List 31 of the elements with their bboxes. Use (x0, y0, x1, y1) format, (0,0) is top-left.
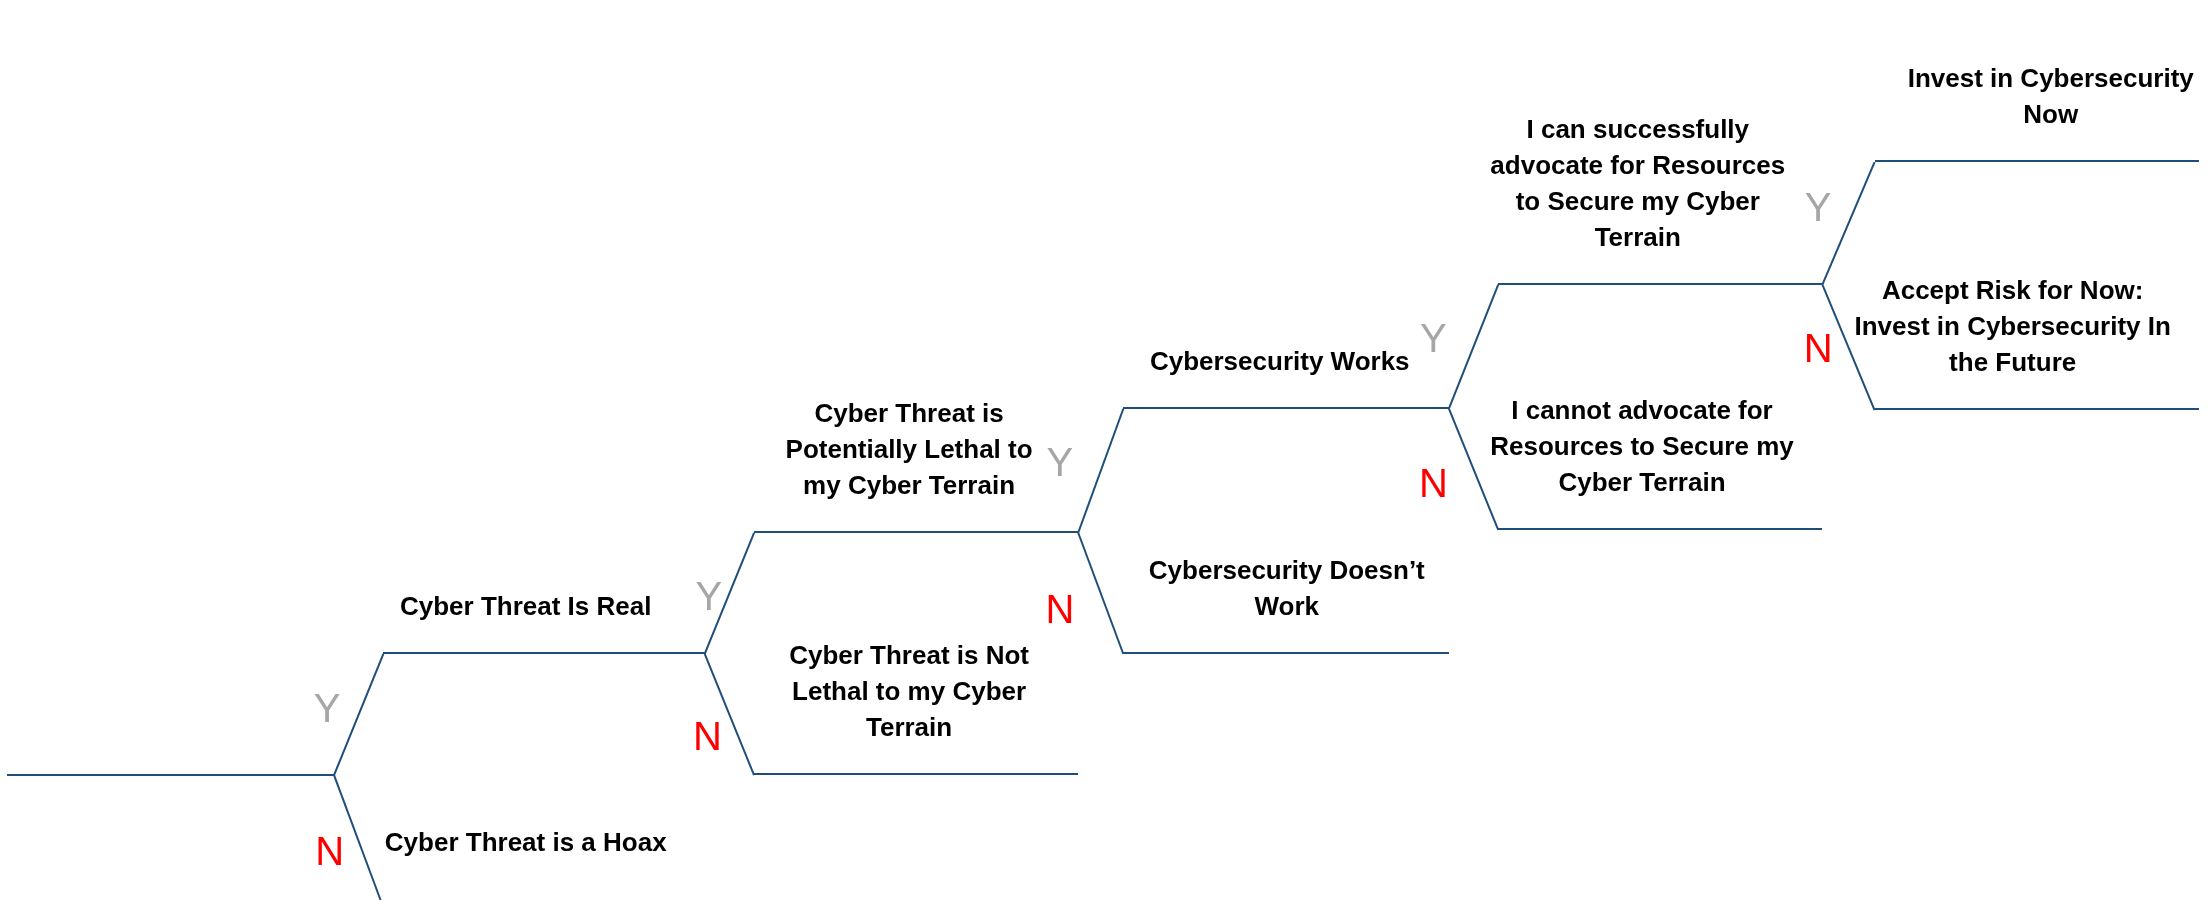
edge-label: Y (1804, 185, 1832, 230)
edge-label: N (693, 713, 722, 758)
edge-label: N (1803, 326, 1833, 371)
edge-label: Y (1420, 316, 1447, 361)
branch-connector (1077, 531, 1125, 655)
edge-label: Y (695, 574, 723, 619)
branch-connector (1447, 283, 1500, 410)
branch-line (7, 774, 335, 777)
branch-text: Invest in Cybersecurity Now (1906, 62, 2195, 132)
branch-text: I cannot advocate for Resources to Secure my Cyber Terrain (1489, 393, 1795, 499)
branch-text: I can successfully advocate for Resources to Secure my Cyber Terrain (1489, 112, 1787, 254)
branch-connector (333, 774, 382, 901)
branch-text: Cyber Threat Is Real (399, 590, 653, 623)
edge-label: Y (1046, 440, 1074, 485)
edge-label: N (1418, 461, 1448, 506)
edge-label: Y (313, 685, 341, 730)
branch-connector (703, 531, 756, 655)
branch-connector (1447, 407, 1500, 531)
branch-text: Cyber Threat is a Hoax (383, 826, 668, 859)
branch-connector (1821, 161, 1876, 286)
branch-text: Cyber Threat is Not Lethal to my Cyber Terrain (788, 639, 1030, 745)
branch-text: Accept Risk for Now: Invest in Cybersecurity In the Future (1853, 274, 2172, 380)
edge-label: N (315, 829, 345, 874)
branch-connector (1821, 283, 1876, 412)
branch-connector (703, 653, 756, 777)
branch-text: Cybersecurity Doesn’t Work (1147, 554, 1426, 623)
branch-connector (333, 653, 385, 777)
branch-connector (1077, 407, 1125, 534)
branch-text: Cybersecurity Works (1148, 344, 1411, 378)
branch-text: Cyber Threat is Potentially Lethal to my Cyber Terrain (784, 396, 1034, 502)
edge-label: N (1045, 586, 1075, 631)
